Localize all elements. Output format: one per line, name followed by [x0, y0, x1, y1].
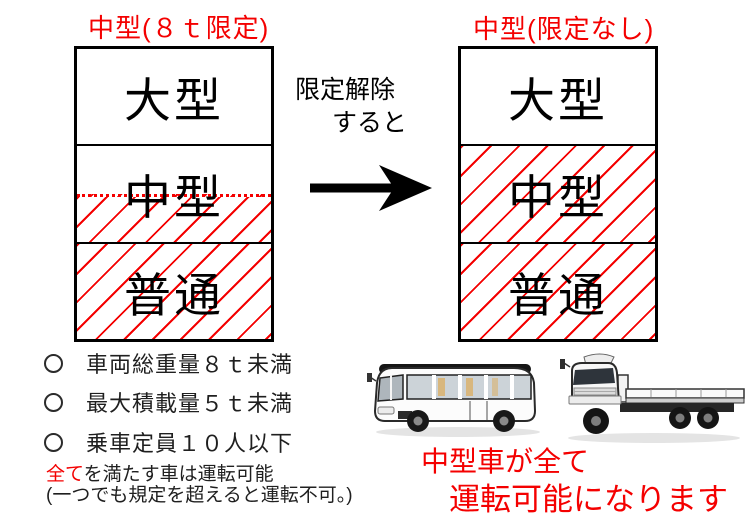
right-cell-medium: 中型	[461, 144, 655, 242]
condition-row: 最大積載量５ｔ未満	[44, 389, 294, 416]
microbus-icon	[366, 351, 548, 444]
license-box-no-limit: 大型 中型 普通	[458, 46, 658, 342]
right-cell-standard-label: 普通	[508, 268, 608, 322]
license-box-8t-limited: 大型 中型 普通	[74, 46, 274, 342]
result-line1: 中型車が全て	[421, 446, 590, 477]
transition-caption: 限定解除 すると	[295, 74, 407, 140]
note-highlight: 全て	[46, 464, 84, 485]
right-panel-title: 中型(限定なし)	[473, 14, 655, 44]
flatbed-truck-icon	[556, 345, 748, 454]
right-cell-standard: 普通	[461, 241, 655, 339]
condition-row: 乗車定員１０人以下	[44, 429, 294, 456]
right-cell-medium-label: 中型	[508, 171, 608, 225]
condition-text: 最大積載量５ｔ未満	[86, 391, 294, 416]
right-cell-large-label: 大型	[508, 74, 608, 128]
circle-bullet-icon	[44, 353, 63, 373]
circle-bullet-icon	[44, 432, 63, 452]
left-cell-large-label: 大型	[124, 74, 224, 128]
circle-bullet-icon	[44, 392, 63, 412]
left-cell-standard: 普通	[77, 241, 271, 339]
left-cell-standard-label: 普通	[124, 268, 224, 322]
condition-text: 乗車定員１０人以下	[86, 431, 294, 456]
result-line2: 運転可能になります	[449, 482, 728, 517]
condition-row: 車両総重量８ｔ未満	[44, 350, 294, 377]
left-cell-medium-label: 中型	[124, 171, 224, 225]
left-panel-title: 中型(８ｔ限定)	[88, 13, 270, 43]
note-line1: 全てを満たす車は運転可能	[46, 459, 274, 486]
transition-caption-line1: 限定解除	[295, 76, 396, 104]
right-cell-large: 大型	[461, 49, 655, 144]
transition-caption-line2: すると	[331, 109, 407, 137]
condition-text: 車両総重量８ｔ未満	[86, 352, 294, 377]
partial-hatch-with-dotted-limit-line	[77, 193, 271, 242]
note-line1-rest: を満たす車は運転可能	[83, 464, 274, 485]
right-arrow-icon	[303, 162, 438, 219]
left-cell-medium: 中型	[77, 144, 271, 242]
left-cell-large: 大型	[77, 49, 271, 144]
note-line2: (一つでも規定を超えると運転不可。)	[46, 485, 353, 506]
